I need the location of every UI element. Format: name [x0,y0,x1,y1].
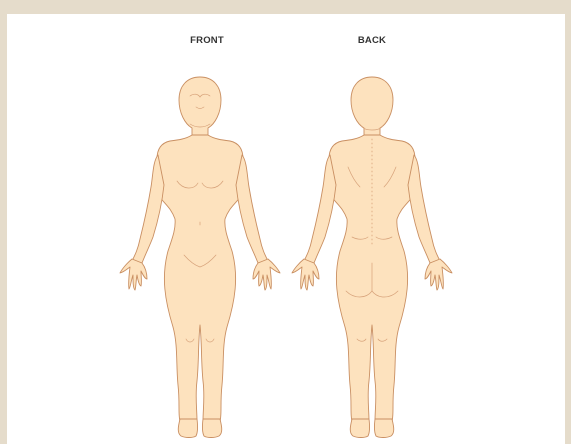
front-body-outline [120,77,280,438]
front-left-arm [132,155,164,263]
back-view-label: BACK [358,35,386,46]
back-left-foot [350,419,369,438]
back-body-figure [292,77,452,437]
back-left-arm [304,155,336,263]
front-right-arm [236,155,268,263]
back-head [351,77,393,136]
back-right-arm [408,155,440,263]
back-body-outline [292,77,452,438]
front-left-hand [120,259,147,290]
back-right-foot [374,419,393,438]
front-left-foot [178,419,197,438]
back-right-hand [425,259,452,290]
front-view-label: FRONT [190,35,224,46]
front-body-figure [120,77,280,437]
front-right-hand [253,259,280,290]
body-chart-panel: FRONT BACK [7,14,565,444]
front-right-foot [202,419,221,438]
back-left-hand [292,259,319,290]
front-torso-legs [157,135,243,425]
